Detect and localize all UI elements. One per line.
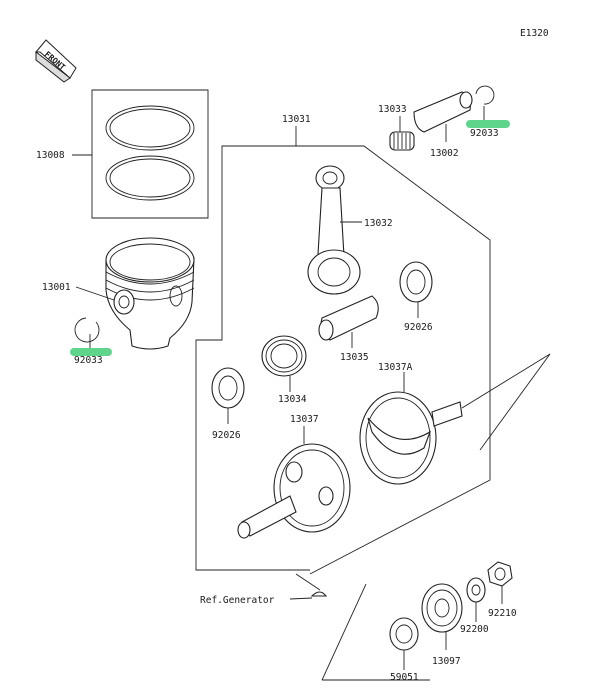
crank-half-13037A[interactable] [359,391,463,485]
piston-13001[interactable] [105,237,195,350]
label-13031: 13031 [282,114,311,125]
highlight-92033-left [70,348,112,356]
label-92200: 92200 [460,624,489,635]
connecting-rod-13032[interactable] [307,165,361,295]
label-92033-right: 92033 [470,128,499,139]
nut-92210[interactable] [487,561,513,587]
label-13097: 13097 [432,656,461,667]
crank-half-13037[interactable] [237,443,351,539]
label-13033: 13033 [378,104,407,115]
piston-pin-13002[interactable] [413,91,473,133]
crank-pin-13035[interactable] [318,295,379,341]
label-ref-generator: Ref.Generator [200,595,275,606]
gear-13097[interactable] [421,583,463,633]
label-59051: 59051 [390,672,419,683]
diagram-id: E1320 [520,28,549,39]
highlight-92033-right [466,120,510,128]
label-13034: 13034 [278,394,307,405]
woodruff-key[interactable] [310,591,328,597]
label-13032: 13032 [364,218,393,229]
label-13001: 13001 [42,282,71,293]
needle-bearing-13033[interactable] [389,131,415,151]
label-13002: 13002 [430,148,459,159]
label-92033-left: 92033 [74,355,103,366]
front-arrow-icon: FRONT [34,39,77,83]
circlip-92033-right[interactable] [475,85,495,105]
label-13037A: 13037A [378,362,413,373]
label-92026-right: 92026 [404,322,433,333]
circlip-92033-left[interactable] [74,317,100,343]
label-13035: 13035 [340,352,369,363]
needle-bearing-13034[interactable] [261,335,307,377]
label-13037: 13037 [290,414,319,425]
thrust-washer-92026-right[interactable] [399,261,433,303]
label-13008: 13008 [36,150,65,161]
label-92026-left: 92026 [212,430,241,441]
label-92210: 92210 [488,608,517,619]
washer-92200[interactable] [466,577,486,603]
thrust-washer-92026-left[interactable] [211,367,245,409]
needle-bearing-59051[interactable] [389,617,419,651]
piston-rings-13008[interactable] [91,89,209,219]
